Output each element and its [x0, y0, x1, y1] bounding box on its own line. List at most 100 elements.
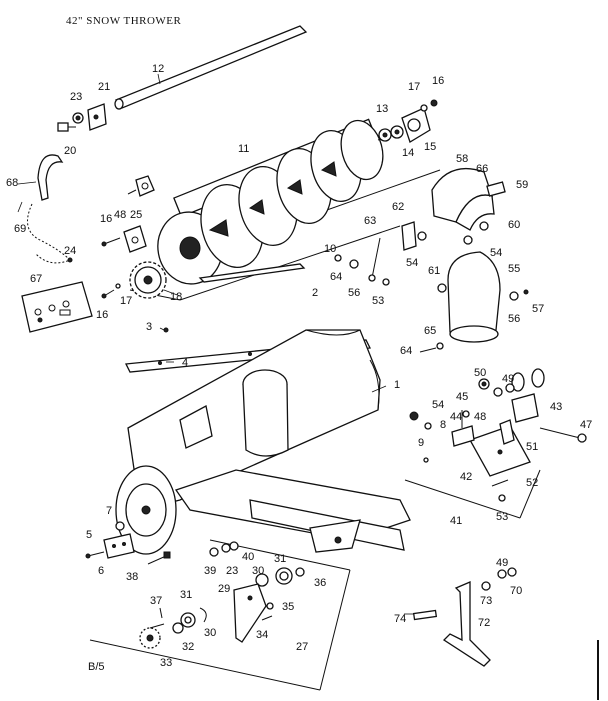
callout-10: 10: [324, 243, 336, 255]
callout-59: 59: [516, 179, 528, 191]
handle-68: [37, 154, 64, 201]
nuts-48-49-50: [478, 378, 515, 397]
housing-1: [115, 329, 411, 555]
nut-7: [115, 521, 125, 531]
bearing-31-32-30: [172, 607, 207, 634]
bearing-30-31: [255, 567, 305, 587]
bracket-42: [469, 425, 531, 477]
callout-65: 65: [424, 325, 436, 337]
callout-17-top: 17: [408, 81, 420, 93]
fasteners-56-57: [509, 289, 529, 301]
callout-68: 68: [6, 177, 18, 189]
callout-73: 73: [480, 595, 492, 607]
diagram-code: B/5: [88, 661, 105, 673]
strip-2: [198, 263, 306, 283]
washer-14: [390, 125, 404, 139]
callout-50: 50: [474, 367, 486, 379]
bracket-5: [103, 533, 135, 559]
callout-42: 42: [460, 471, 472, 483]
callout-31-low: 31: [180, 589, 192, 601]
nuts-39-40-23: [209, 541, 239, 557]
callout-66: 66: [476, 163, 488, 175]
callout-45: 45: [456, 391, 468, 403]
auger-assembly: [157, 118, 397, 285]
callout-4: 4: [182, 357, 188, 369]
sprocket-18: [129, 261, 167, 299]
callout-17-low: 17: [120, 295, 132, 307]
fasteners-64-56-53: [334, 254, 390, 286]
callout-16-low: 16: [96, 309, 108, 321]
callout-12: 12: [152, 63, 164, 75]
callout-54-right: 54: [490, 247, 502, 259]
callout-33: 33: [160, 657, 172, 669]
callout-6: 6: [98, 565, 104, 577]
callout-13: 13: [376, 103, 388, 115]
callout-24: 24: [64, 245, 76, 257]
callout-53-mid: 53: [372, 295, 384, 307]
bracket-21: [87, 103, 107, 131]
callout-49-right: 49: [502, 373, 514, 385]
nut-17-top: [420, 104, 428, 112]
bolt-6: [85, 551, 105, 559]
rod-63: [368, 237, 381, 282]
callout-32: 32: [182, 641, 194, 653]
callout-15: 15: [424, 141, 436, 153]
callout-40: 40: [242, 551, 254, 563]
callout-16-top: 16: [432, 75, 444, 87]
callout-30-mid: 30: [252, 565, 264, 577]
washer-54-top: [463, 235, 473, 245]
washer-13: [378, 128, 392, 142]
callout-72: 72: [478, 617, 490, 629]
chute-55: [437, 251, 501, 343]
callout-35: 35: [282, 601, 294, 613]
long-shaft: [114, 25, 308, 110]
plate-67: [21, 281, 93, 333]
switch-44-45: [451, 410, 475, 447]
clevis-43: [511, 368, 545, 423]
callout-20: 20: [64, 145, 76, 157]
callout-74: 74: [394, 613, 406, 625]
bolt-3: [163, 327, 169, 333]
assembly-outline-lines: [89, 169, 541, 691]
nuts-73-49-70: [481, 567, 517, 591]
callout-18: 18: [170, 291, 182, 303]
crank-62: [401, 221, 427, 251]
callout-5: 5: [86, 529, 92, 541]
fasteners-34-35: [261, 602, 274, 621]
callout-69: 69: [14, 223, 26, 235]
fasteners-64-65: [419, 342, 444, 353]
callout-39: 39: [204, 565, 216, 577]
callout-67: 67: [30, 273, 42, 285]
callout-64-mid: 64: [330, 271, 342, 283]
nut-60: [479, 221, 489, 231]
callout-23-low: 23: [226, 565, 238, 577]
callout-61: 61: [428, 265, 440, 277]
callout-44: 44: [450, 411, 462, 423]
callout-48-right: 48: [474, 411, 486, 423]
bolt-52-53: [491, 479, 509, 502]
callout-38: 38: [126, 571, 138, 583]
callout-60: 60: [508, 219, 520, 231]
callout-11: 11: [238, 143, 249, 155]
callout-41: 41: [450, 515, 462, 527]
fasteners-16-17: [101, 283, 121, 299]
callout-29: 29: [218, 583, 230, 595]
skid-72: [442, 581, 491, 667]
callout-23-top: 23: [70, 91, 82, 103]
callout-51: 51: [526, 441, 538, 453]
callout-49-low: 49: [496, 557, 508, 569]
callout-63: 63: [364, 215, 376, 227]
callout-27: 27: [296, 641, 308, 653]
callout-30-low: 30: [204, 627, 216, 639]
callout-36: 36: [314, 577, 326, 589]
chute-hood-58: [431, 168, 506, 231]
callout-14: 14: [402, 147, 414, 159]
callout-9: 9: [418, 437, 424, 449]
callout-58: 58: [456, 153, 468, 165]
cable-24: [27, 203, 73, 264]
sprocket-33: [139, 623, 165, 649]
bracket-51: [499, 419, 515, 445]
bolt-20: [57, 122, 76, 132]
callout-16-mid: 16: [100, 213, 112, 225]
nut-23: [72, 112, 84, 124]
